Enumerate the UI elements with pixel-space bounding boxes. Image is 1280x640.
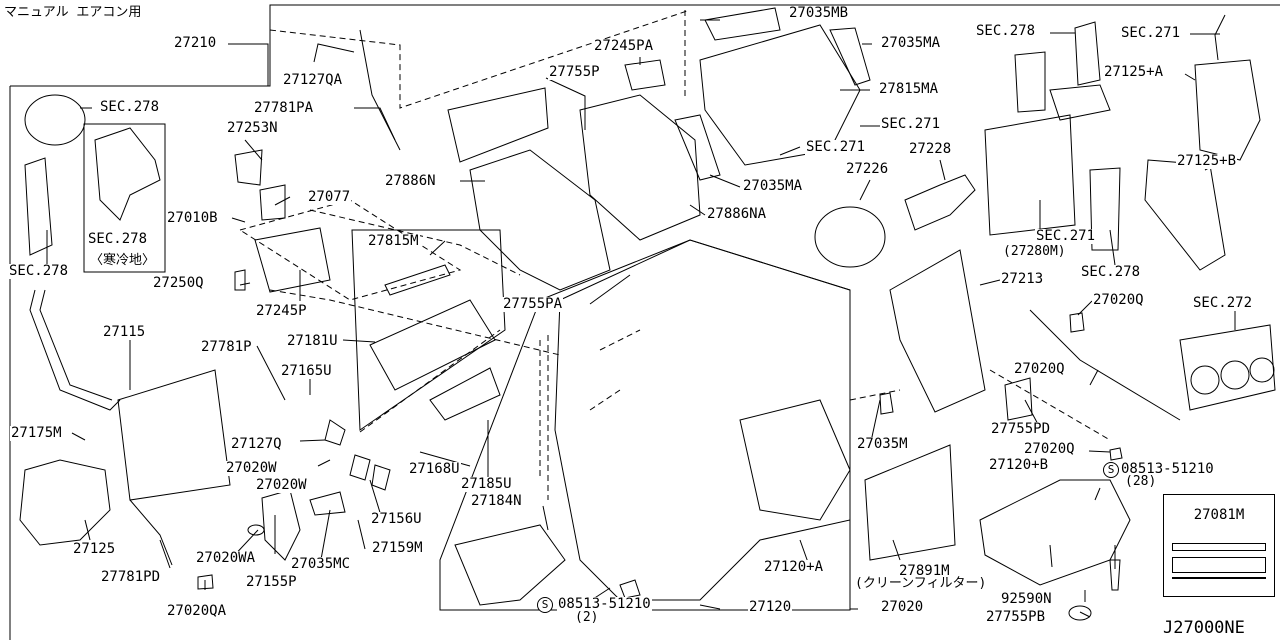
callout-label: 27755PD — [990, 421, 1052, 437]
callout-label: 27115 — [102, 324, 147, 340]
callout-label: 27125+A — [1103, 64, 1165, 80]
group-box-fan — [238, 199, 462, 301]
assembly-boundary — [9, 4, 1280, 640]
callout-label: SEC.271 — [805, 139, 867, 155]
callout-label: 27020 — [880, 599, 925, 615]
callout-label: 〈寒冷地〉 — [90, 253, 156, 268]
callout-label: 27156U — [370, 511, 423, 527]
callout-label: 27035MA — [742, 178, 804, 194]
callout-label: 27886N — [384, 173, 437, 189]
callout-label: 27035MC — [290, 556, 352, 572]
callout-label: 27035MB — [788, 5, 850, 21]
callout-label: SEC.271 — [880, 116, 942, 132]
callout-label: 27120+B — [988, 457, 1050, 473]
callout-label: 27125 — [72, 541, 117, 557]
caution-label-box: 27081M — [1163, 494, 1275, 597]
callout-label: 27250Q — [152, 275, 205, 291]
diagram-code: J27000NE — [1163, 618, 1245, 638]
callout-label: 27245P — [255, 303, 308, 319]
diagram-title: マニュアル エアコン用 — [4, 5, 142, 20]
callout-label: SEC.271 — [1120, 25, 1182, 41]
callout-label: 08513-51210 — [1120, 461, 1215, 477]
callout-label: 08513-51210 — [557, 596, 652, 612]
callout-label: 27020W — [225, 460, 278, 476]
callout-label: 27020Q — [1092, 292, 1145, 308]
callout-label: 27755PB — [985, 609, 1047, 625]
callout-label: 27159M — [371, 540, 424, 556]
callout-label: SEC.271 — [1035, 228, 1097, 244]
callout-label: 27127QA — [282, 72, 344, 88]
callout-label: 27035M — [856, 436, 909, 452]
part-sketches — [19, 7, 1276, 621]
callout-label: 27077 — [307, 189, 352, 205]
callout-label: SEC.272 — [1192, 295, 1254, 311]
callout-label: (2) — [575, 610, 599, 625]
callout-label: SEC.278 — [8, 263, 70, 279]
callout-label: 92590N — [1000, 591, 1053, 607]
callout-label: 27184N — [470, 493, 523, 509]
callout-label: 27213 — [1000, 271, 1045, 287]
callout-label: 27168U — [408, 461, 461, 477]
callout-label: 27125+B — [1176, 153, 1238, 169]
screw-symbol: S — [1103, 462, 1119, 478]
callout-label: (27280M) — [1003, 244, 1066, 259]
callout-label: 27175M — [10, 425, 63, 441]
callout-label: 27020W — [255, 477, 308, 493]
callout-label: SEC.278 — [975, 23, 1037, 39]
callout-label: 27886NA — [706, 206, 768, 222]
callout-label: 27155P — [245, 574, 298, 590]
callout-label: 27253N — [226, 120, 279, 136]
callout-label: 27781P — [200, 339, 253, 355]
group-box-door — [351, 229, 506, 431]
callout-label: 27815MA — [878, 81, 940, 97]
caution-label-line — [1172, 557, 1266, 573]
group-box-cold — [83, 123, 166, 273]
callout-label: 27020Q — [1013, 361, 1066, 377]
callout-label: 27120+A — [763, 559, 825, 575]
callout-label: 27020WA — [195, 550, 257, 566]
callout-label: 27181U — [286, 333, 339, 349]
callout-label: (クリーンフィルター) — [855, 576, 987, 591]
group-box-housing — [439, 239, 851, 611]
caution-label-line — [1172, 577, 1266, 579]
caution-label-part-number: 27081M — [1193, 507, 1245, 523]
callout-label: 27245PA — [593, 38, 655, 54]
callout-label: 27815M — [367, 233, 420, 249]
callout-label: 27228 — [908, 141, 953, 157]
callout-label: SEC.278 — [99, 99, 161, 115]
callout-label: 27127Q — [230, 436, 283, 452]
callout-label: 27035MA — [880, 35, 942, 51]
callout-label: 27226 — [845, 161, 890, 177]
callout-label: 27020Q — [1023, 441, 1076, 457]
callout-label: SEC.278 — [87, 231, 149, 247]
callout-label: 27020QA — [166, 603, 228, 619]
callout-label: 27010B — [166, 210, 219, 226]
callout-label: 27185U — [460, 476, 513, 492]
callout-label: 27120 — [748, 599, 793, 615]
callout-label: 27755PA — [502, 296, 564, 312]
callout-label: 27891M — [898, 563, 951, 579]
screw-symbol: S — [537, 597, 553, 613]
callout-label: (28) — [1125, 474, 1157, 489]
callout-label: SEC.278 — [1080, 264, 1142, 280]
callout-label: 27210 — [173, 35, 218, 51]
callout-label: 27781PA — [253, 100, 315, 116]
caution-label-line — [1172, 543, 1266, 551]
callout-label: 27165U — [280, 363, 333, 379]
callout-label: 27781PD — [100, 569, 162, 585]
callout-label: 27755P — [548, 64, 601, 80]
